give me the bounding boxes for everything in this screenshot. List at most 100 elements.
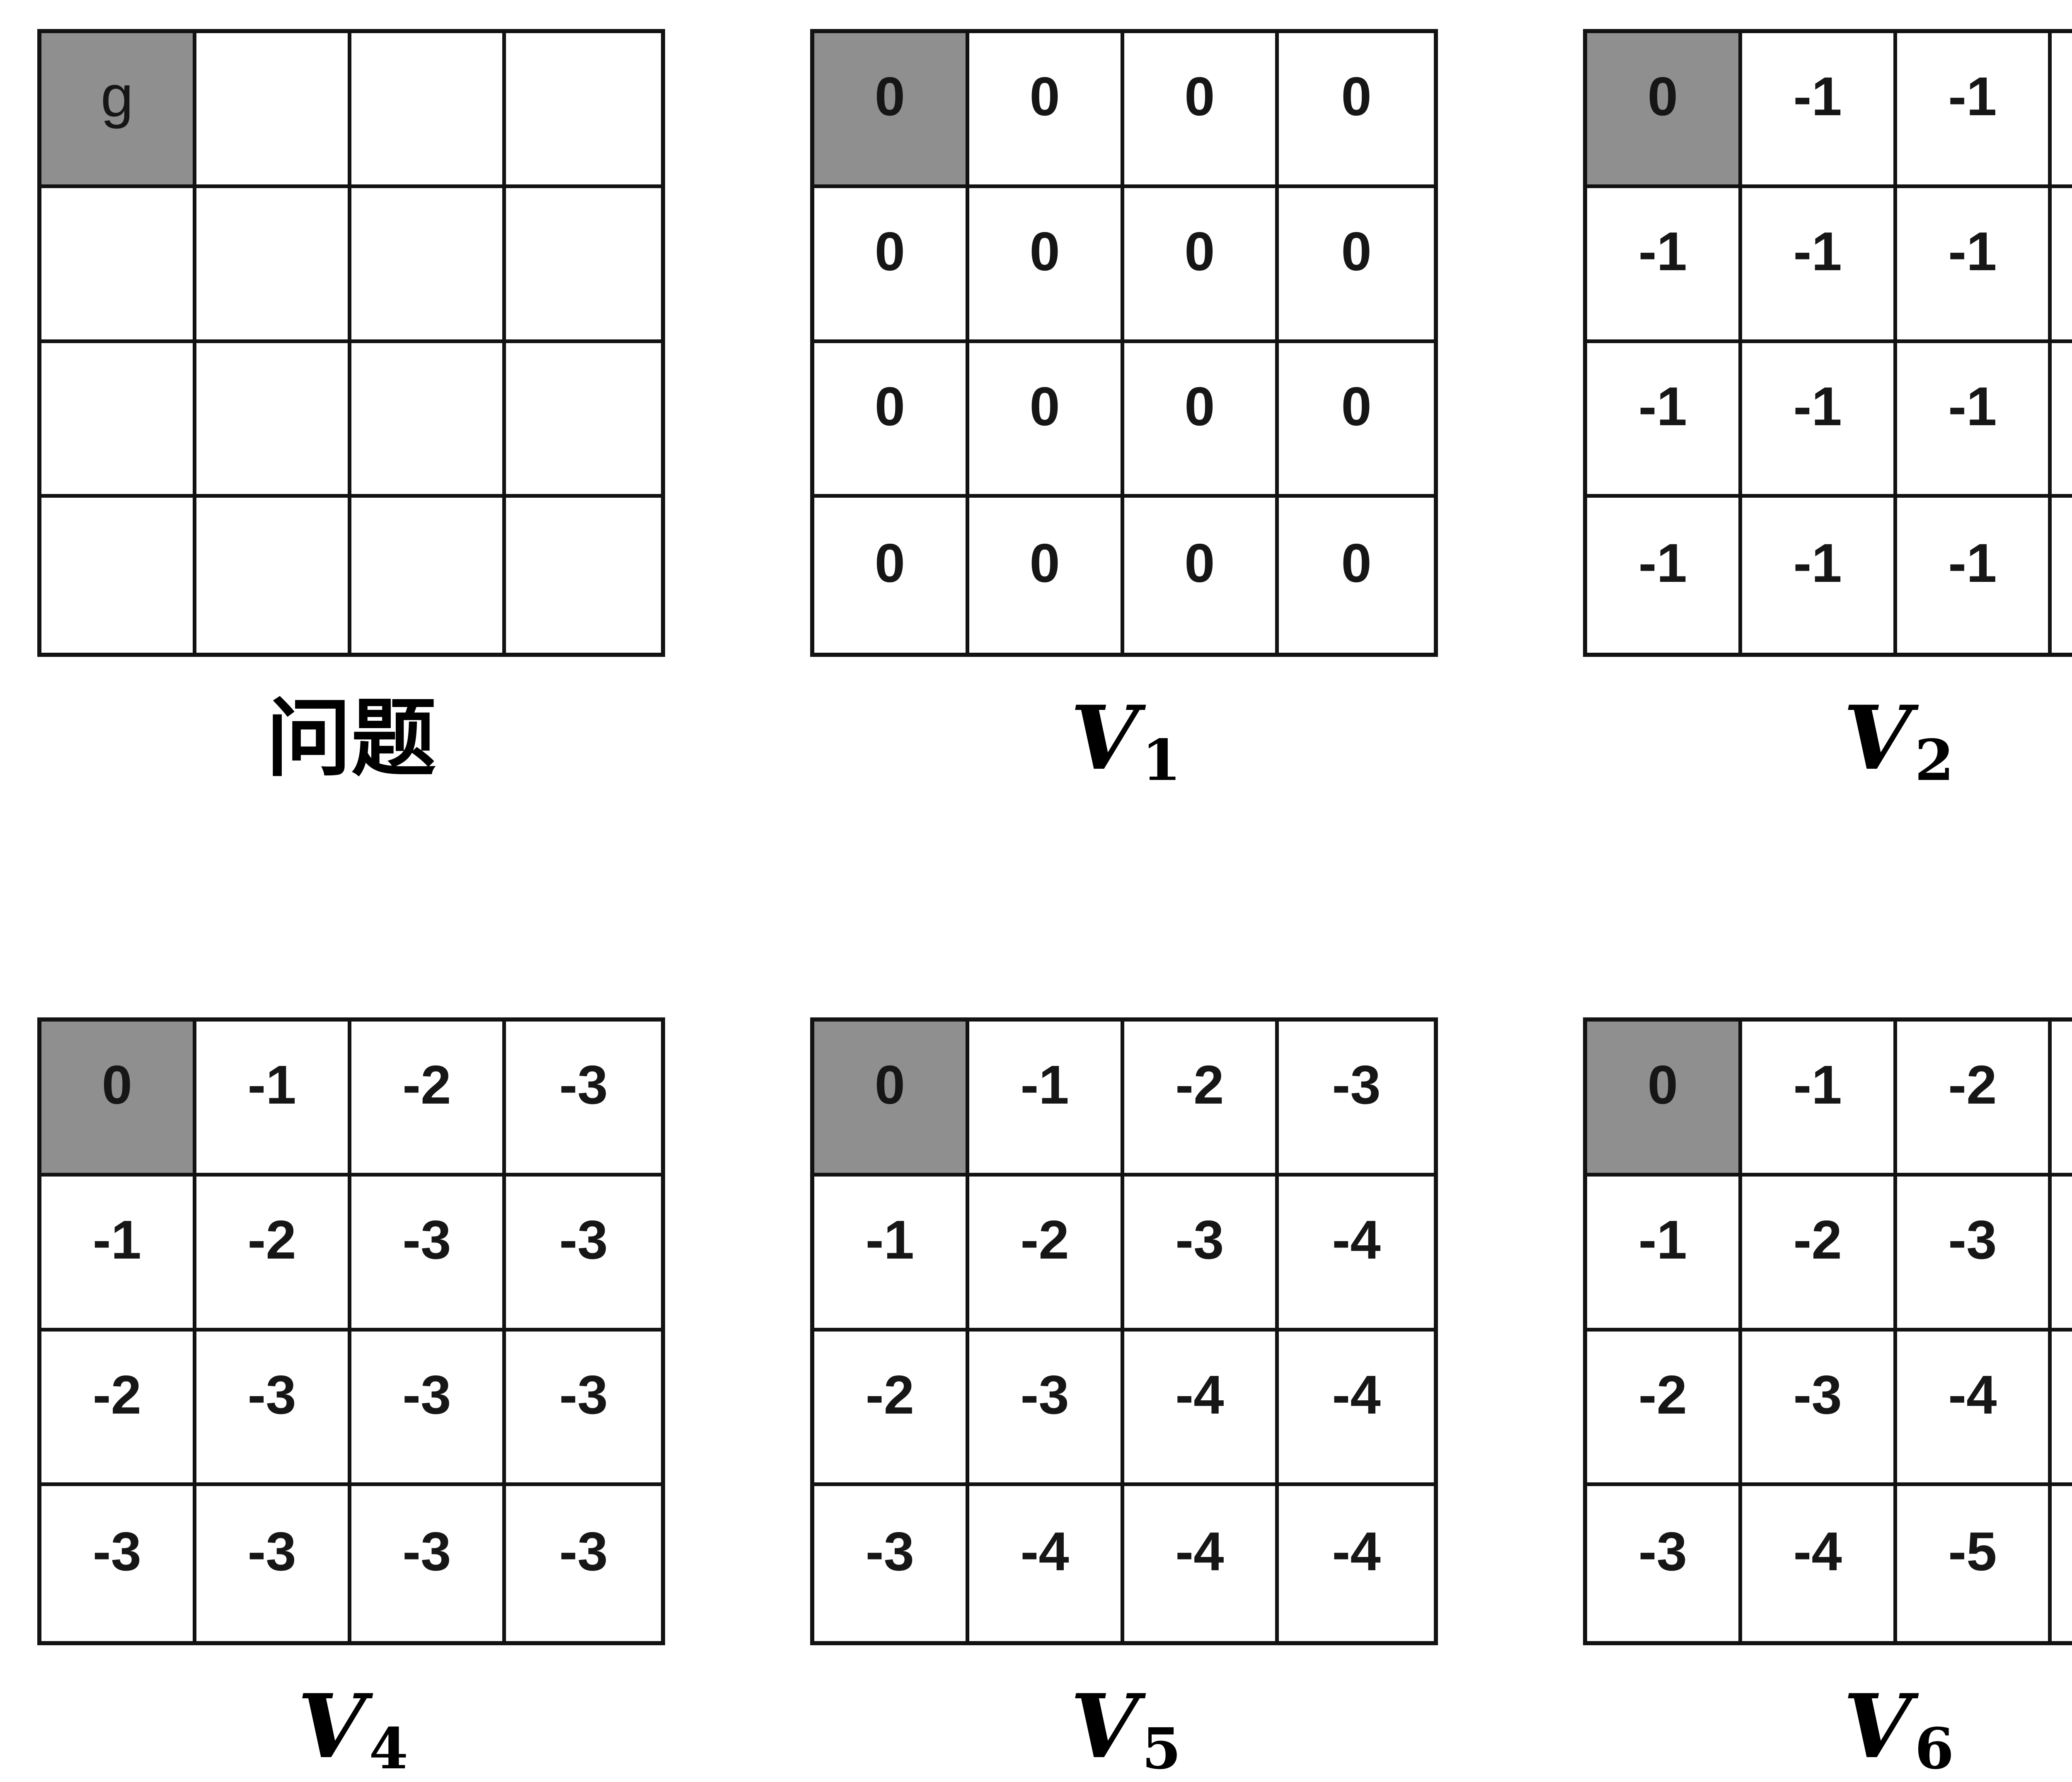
grid-cell: -3 (506, 1022, 661, 1177)
grid-cell: 0 (969, 188, 1124, 343)
grid-cell: -1 (2052, 498, 2072, 653)
figure-row-1: g 问题 0 (37, 29, 2072, 794)
grid-cell: -4 (969, 1486, 1124, 1641)
grid-cell: -3 (351, 1331, 506, 1487)
grid-cell (41, 498, 196, 653)
panel-label-subscript: 4 (369, 1716, 409, 1782)
grid-cell (351, 188, 506, 343)
goal-cell: g (41, 33, 196, 188)
grid-cell: 0 (1124, 188, 1279, 343)
panel-v2: 0 -1 -1 -1 -1 -1 -1 -1 -1 -1 -1 -1 -1 -1… (1583, 29, 2072, 794)
panel-label-v: V (1843, 1675, 1912, 1778)
grid-v2: 0 -1 -1 -1 -1 -1 -1 -1 -1 -1 -1 -1 -1 -1… (1583, 29, 2072, 657)
grid-cell: -1 (1742, 498, 1897, 653)
grid-cell: 0 (1341, 533, 1372, 594)
panel-label-problem: 问题 (37, 694, 665, 787)
grid-cell: -1 (1742, 33, 1897, 188)
grid-cell: -1 (1742, 343, 1897, 498)
panel-v4: 0 -1 -2 -3 -1 -2 -3 -3 -2 -3 -3 -3 -3 -3… (37, 1017, 665, 1782)
grid-cell: -2 (196, 1176, 351, 1332)
grid-cell: -1 (814, 1176, 969, 1332)
grid-v5: 0 -1 -2 -3 -1 -2 -3 -4 -2 -3 -4 -4 -3 -4… (810, 1017, 1438, 1645)
grid-cell: 0 (1279, 33, 1434, 188)
goal-cell: 0 (1587, 1022, 1742, 1177)
grid-cell: -1 (969, 1022, 1124, 1177)
panel-label-v: V (297, 1675, 366, 1778)
figure-row-2: 0 -1 -2 -3 -1 -2 -3 -3 -2 -3 -3 -3 -3 -3… (37, 1017, 2072, 1782)
grid-cell: -3 (196, 1331, 351, 1487)
grid-v6: 0 -1 -2 -3 -1 -2 -3 -4 -2 -3 -4 -5 -3 -4… (1583, 1017, 2072, 1645)
grid-cell: -3 (1897, 1176, 2052, 1332)
grid-cell: -2 (814, 1331, 969, 1487)
grid-cell: -1 (1742, 188, 1897, 343)
grid-cell: -2 (1742, 1176, 1897, 1332)
grid-cell: -1 (1742, 1022, 1897, 1177)
grid-cell: -3 (41, 1486, 196, 1641)
grid-cell: -1 (1897, 343, 2052, 498)
grid-cell: -3 (1587, 1486, 1742, 1641)
grid-cell: 0 (814, 188, 969, 343)
grid-cell: 0 (1124, 343, 1279, 498)
grid-cell: -4 (1279, 1177, 1434, 1332)
grid-cell: 0 (1279, 188, 1434, 343)
goal-cell: 0 (41, 1022, 196, 1177)
grid-cell: -3 (1742, 1331, 1897, 1487)
grid-cell (196, 33, 351, 188)
grid-cell (41, 343, 196, 498)
grid-cell: -2 (969, 1176, 1124, 1332)
grid-cell: -4 (2052, 1177, 2072, 1332)
grid-cell: -1 (1897, 33, 2052, 188)
panel-v5: 0 -1 -2 -3 -1 -2 -3 -4 -2 -3 -4 -4 -3 -4… (810, 1017, 1438, 1782)
grid-cell: -1 (1897, 498, 2052, 653)
grid-cell: 0 (1124, 498, 1279, 653)
grid-cell (351, 33, 506, 188)
grid-cell (351, 343, 506, 498)
grid-cell: -3 (506, 1332, 661, 1487)
grid-cell: -3 (2052, 1022, 2072, 1177)
grid-cell (351, 498, 506, 653)
grid-cell: -5 (1897, 1486, 2052, 1641)
grid-cell: -5 (2052, 1332, 2072, 1487)
grid-cell: -5 (2052, 1486, 2072, 1641)
grid-cell (506, 498, 661, 653)
grid-cell: -2 (1587, 1331, 1742, 1487)
grid-cell (41, 188, 196, 343)
grid-cell: -1 (2052, 188, 2072, 343)
grid-cell: 0 (1279, 343, 1434, 498)
grid-cell: -4 (1742, 1486, 1897, 1641)
grid-cell: -4 (1332, 1521, 1381, 1582)
panel-label-subscript: 2 (1915, 727, 1954, 794)
grid-cell: -1 (41, 1176, 196, 1332)
grid-problem: g (37, 29, 665, 657)
grid-cell: -1 (1587, 188, 1742, 343)
panel-problem: g 问题 (37, 29, 665, 787)
grid-cell: -1 (196, 1022, 351, 1177)
grid-cell: -1 (1587, 343, 1742, 498)
grid-cell: -3 (506, 1177, 661, 1332)
grid-cell: -3 (196, 1486, 351, 1641)
grid-cell (506, 188, 661, 343)
grid-cell: 0 (969, 498, 1124, 653)
grid-cell: -4 (1124, 1331, 1279, 1487)
grid-cell: -1 (1587, 1176, 1742, 1332)
grid-cell (196, 188, 351, 343)
grid-cell: -1 (2052, 343, 2072, 498)
grid-cell: -4 (1897, 1331, 2052, 1487)
grid-cell: -4 (1124, 1486, 1279, 1641)
goal-cell: 0 (1587, 33, 1742, 188)
panel-label-v: V (1070, 1675, 1139, 1778)
grid-cell: -1 (2052, 33, 2072, 188)
goal-cell: 0 (814, 33, 969, 188)
panel-label-subscript: 5 (1142, 1716, 1181, 1782)
grid-cell: 0 (969, 343, 1124, 498)
grid-cell (196, 498, 351, 653)
grid-cell: -4 (1279, 1332, 1434, 1487)
grid-v4: 0 -1 -2 -3 -1 -2 -3 -3 -2 -3 -3 -3 -3 -3… (37, 1017, 665, 1645)
grid-cell: -3 (559, 1521, 608, 1582)
